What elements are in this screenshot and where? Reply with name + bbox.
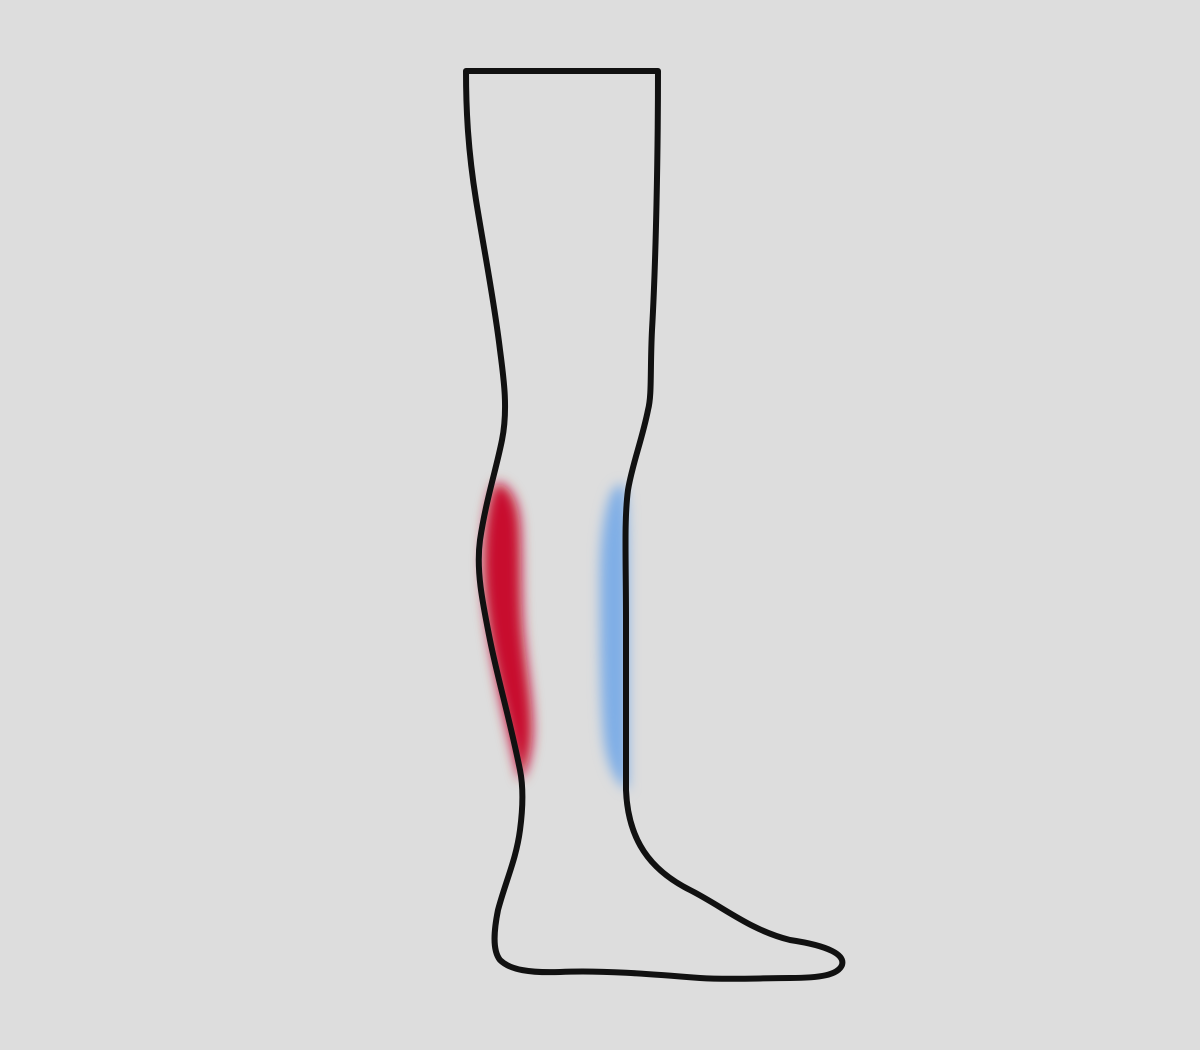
- leg-outline: [463, 68, 846, 982]
- shin-region-highlight: [600, 484, 628, 790]
- calf-region-highlight: [483, 482, 533, 780]
